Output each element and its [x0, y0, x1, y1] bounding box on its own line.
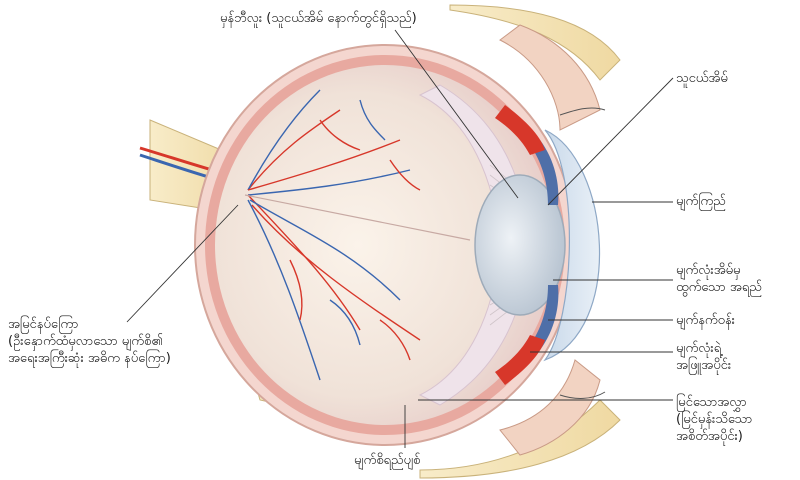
- iris-top: [532, 140, 559, 205]
- retinal-vessels: [247, 89, 421, 381]
- iris-bottom: [532, 285, 559, 350]
- leader-lines: [126, 29, 674, 448]
- label-iris: မျက်ကြည်: [676, 194, 726, 209]
- upper-eyelid: [499, 24, 601, 131]
- vitreous-body: [215, 65, 555, 425]
- ciliary-red-bottom: [495, 335, 545, 385]
- orbital-fat-bottom: [419, 399, 621, 479]
- lower-eyelid: [499, 359, 601, 456]
- label-sclera: မျက်လုံးရဲ့ အဖြူအပိုင်း: [676, 341, 732, 373]
- ciliary-red-top: [495, 105, 545, 155]
- label-cornea: မျက်နက်ဝန်း: [676, 313, 735, 328]
- label-retina: မြင်သောအလွှာ (မြင်မှန်းသိသော အစိတ်အပိုင်…: [676, 395, 753, 444]
- eyelash-top: [559, 107, 606, 116]
- orbital-fat-top: [449, 4, 621, 81]
- label-aqueous-humor: မျက်လုံးအိမ်မှ ထွက်သော အရည်: [676, 263, 762, 295]
- label-lens: မှန်ဘီလူး (သူငယ်အိမ် နောက်တွင်ရှိသည်): [220, 11, 417, 26]
- lens: [474, 174, 566, 316]
- cornea: [543, 129, 601, 362]
- label-pupil: သူငယ်အိမ်: [676, 71, 728, 86]
- section-line: [244, 194, 471, 241]
- label-optic-nerve: အမြင်နပ်ကြော (ဦးနှောက်ထံမှလာသော မျက်စိ၏ …: [8, 317, 171, 366]
- label-choroid: မျက်စိရည်ပျစ်: [354, 453, 421, 468]
- eyelash-bottom: [559, 391, 606, 399]
